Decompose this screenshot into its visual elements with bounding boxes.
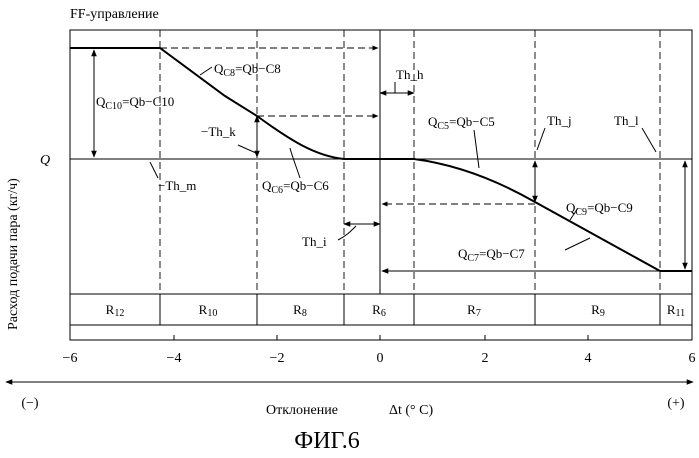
qc6-label: QC6=Qb−C6 xyxy=(262,178,329,196)
th-h-label: Th_h xyxy=(396,67,424,82)
figure-label: ФИГ.6 xyxy=(294,428,359,454)
q-axis-label: Q xyxy=(40,153,50,168)
minus-label: (−) xyxy=(21,396,39,411)
y-axis-label: Расход подачи пара (кг/ч) xyxy=(6,178,21,330)
th-m-label: −Th_m xyxy=(158,178,196,193)
region-r11: R11 xyxy=(667,302,685,319)
region-r6: R6 xyxy=(372,302,386,319)
th-j-label: Th_j xyxy=(547,113,572,128)
region-r7: R7 xyxy=(467,302,481,319)
region-r9: R9 xyxy=(591,302,605,319)
th-k-label: −Th_k xyxy=(201,124,236,139)
qc9-label: QC9=Qb−C9 xyxy=(566,200,633,218)
qc7-label: QC7=Qb−C7 xyxy=(458,246,525,264)
x-tick-label: −6 xyxy=(63,351,78,366)
x-tick-label: 6 xyxy=(689,351,696,366)
plus-label: (+) xyxy=(667,396,685,411)
x-tick-label: 2 xyxy=(482,351,489,366)
region-r10: R10 xyxy=(199,302,218,319)
qc5-label: QC5=Qb−C5 xyxy=(428,114,495,132)
region-dividers xyxy=(160,294,660,325)
x-tick-label: 4 xyxy=(585,351,592,366)
x-axis-unit: Δt (° C) xyxy=(389,403,433,418)
x-tick-label: 0 xyxy=(377,351,384,366)
th-i-label: Th_i xyxy=(302,234,327,249)
qc10-label: QC10=Qb−C10 xyxy=(96,94,174,112)
qc8-label: QC8=Qb−C8 xyxy=(214,61,281,79)
region-r12: R12 xyxy=(106,302,125,319)
x-tick-label: −2 xyxy=(270,351,285,366)
x-axis-tick-labels: −6 −4 −2 0 2 4 6 xyxy=(63,351,696,366)
region-r8: R8 xyxy=(293,302,307,319)
x-tick-label: −4 xyxy=(167,351,182,366)
th-l-label: Th_l xyxy=(614,113,639,128)
diagram-title: FF-управление xyxy=(70,7,159,22)
x-axis-label: Отклонение xyxy=(266,403,338,418)
x-axis-ticks xyxy=(70,335,692,340)
region-labels: R12 R10 R8 R6 R7 R9 R11 xyxy=(106,302,685,319)
